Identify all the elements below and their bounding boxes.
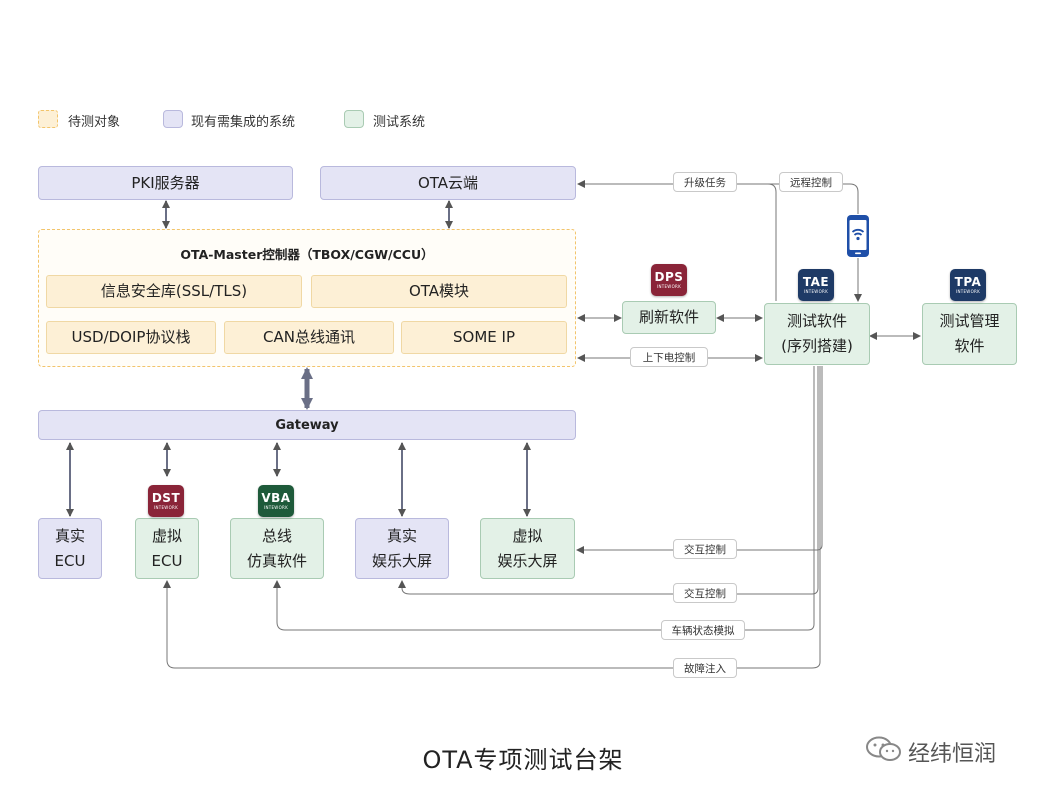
vehicle-sim-link <box>273 366 815 631</box>
vba-logo-title: VBA <box>261 491 291 505</box>
virtual-ecu-box: 虚拟 ECU <box>135 518 199 579</box>
interact-virtual-screen-link <box>576 366 823 554</box>
watermark-text: 经纬恒润 <box>908 742 997 767</box>
gateway-box: Gateway <box>38 410 576 440</box>
virtual-ecu-line2: ECU <box>151 551 183 570</box>
legend-label-test: 测试系统 <box>373 115 426 130</box>
legend-swatch-test <box>344 110 364 128</box>
virtual-screen-box: 虚拟 娱乐大屏 <box>480 518 575 579</box>
tae-logo-sub: INTEWORK <box>803 289 829 294</box>
bus-sim-line1: 总线 <box>261 526 292 545</box>
virtual-ecu-line1: 虚拟 <box>151 526 182 545</box>
dst-logo-title: DST <box>151 491 181 505</box>
upgrade-task-label: 升级任务 <box>673 172 737 192</box>
usd-doip-box: USD/DOIP协议栈 <box>46 321 216 354</box>
legend-swatch-existing <box>163 110 183 128</box>
real-screen-line1: 真实 <box>386 526 417 545</box>
pki-server-box: PKI服务器 <box>38 166 293 200</box>
ota-master-title: OTA-Master控制器（TBOX/CGW/CCU） <box>180 246 434 262</box>
tae-logo-title: TAE <box>802 275 830 289</box>
virtual-screen-line1: 虚拟 <box>512 526 543 545</box>
smartphone-wifi-icon <box>846 214 870 258</box>
fault-inject-link <box>163 366 821 669</box>
real-screen-line2: 娱乐大屏 <box>371 551 432 570</box>
real-screen-box: 真实 娱乐大屏 <box>355 518 449 579</box>
test-mgmt-line1: 测试管理 <box>939 312 1000 331</box>
bus-sim-box: 总线 仿真软件 <box>230 518 324 579</box>
tpa-logo-badge: TPA INTEWORK <box>950 269 986 301</box>
bus-sim-line2: 仿真软件 <box>246 551 307 570</box>
power-control-label: 上下电控制 <box>630 347 708 367</box>
test-mgmt-box: 测试管理 软件 <box>922 303 1017 365</box>
test-software-box: 测试软件 (序列搭建) <box>764 303 870 365</box>
interact-control-label-2: 交互控制 <box>673 583 737 603</box>
ota-module-box: OTA模块 <box>311 275 567 308</box>
vba-logo-sub: INTEWORK <box>263 505 289 510</box>
wechat-icon <box>864 734 904 764</box>
test-software-line1: 测试软件 <box>786 312 847 331</box>
interact-control-label-1: 交互控制 <box>673 539 737 559</box>
dps-logo-badge: DPS INTEWORK <box>651 264 687 296</box>
legend-swatch-dut <box>38 110 58 128</box>
real-ecu-box: 真实 ECU <box>38 518 102 579</box>
test-software-line2: (序列搭建) <box>781 337 853 355</box>
dps-logo-sub: INTEWORK <box>656 284 682 289</box>
legend-label-dut: 待测对象 <box>68 115 121 130</box>
vba-logo-badge: VBA INTEWORK <box>258 485 294 517</box>
can-bus-box: CAN总线通讯 <box>224 321 394 354</box>
some-ip-box: SOME IP <box>401 321 567 354</box>
interact-real-screen-link <box>398 366 819 595</box>
info-security-box: 信息安全库(SSL/TLS) <box>46 275 302 308</box>
virtual-screen-line2: 娱乐大屏 <box>497 551 558 570</box>
fault-inject-label: 故障注入 <box>673 658 737 678</box>
ota-cloud-box: OTA云端 <box>320 166 576 200</box>
remote-control-label: 远程控制 <box>779 172 843 192</box>
real-ecu-line2: ECU <box>54 551 86 570</box>
dst-logo-badge: DST INTEWORK <box>148 485 184 517</box>
tpa-logo-sub: INTEWORK <box>955 289 981 294</box>
dps-logo-title: DPS <box>654 270 684 284</box>
tpa-logo-title: TPA <box>954 275 982 289</box>
remote-control-link <box>760 183 859 214</box>
flash-software-box: 刷新软件 <box>622 301 716 334</box>
tae-logo-badge: TAE INTEWORK <box>798 269 834 301</box>
legend-label-existing: 现有需集成的系统 <box>191 115 296 130</box>
real-ecu-line1: 真实 <box>54 526 85 545</box>
dst-logo-sub: INTEWORK <box>153 505 179 510</box>
test-mgmt-line2: 软件 <box>954 337 985 355</box>
vehicle-sim-label: 车辆状态模拟 <box>661 620 745 640</box>
diagram-caption: OTA专项测试台架 <box>422 746 624 774</box>
